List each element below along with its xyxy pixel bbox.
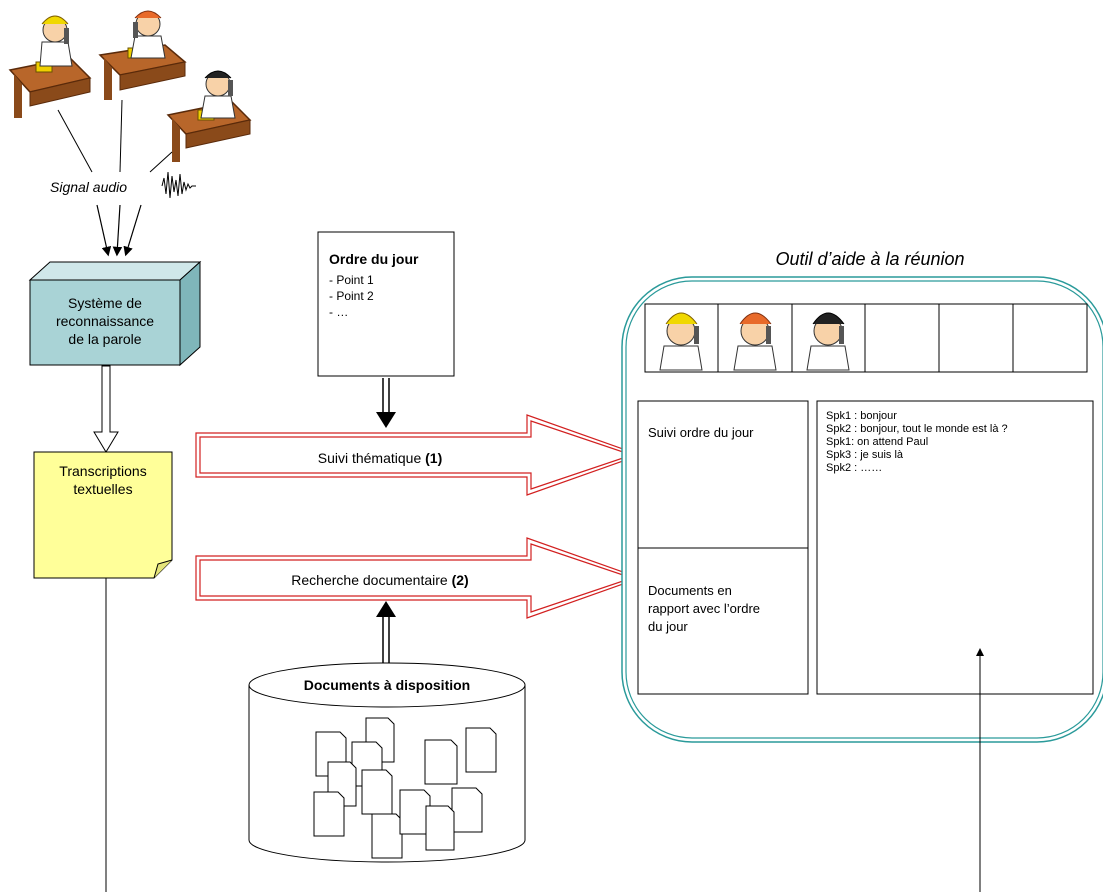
asr-box — [28, 260, 202, 367]
thematic-label-number: (1) — [425, 450, 443, 466]
documentary-label-number: (2) — [451, 572, 469, 588]
transcript-panel: Spk1 : bonjour Spk2 : bonjour, tout le m… — [826, 410, 1088, 475]
tool-frame-inner — [625, 280, 1103, 739]
thematic-label-text: Suivi thématique — [317, 450, 426, 466]
agenda-item: - Point 2 — [329, 289, 374, 303]
participant-2-icon — [98, 10, 187, 100]
asr-label-line-1: Système de — [68, 295, 142, 311]
agenda-document — [317, 231, 455, 377]
transcription-label: Transcriptions textuelles — [34, 462, 172, 498]
asr-label: Système de reconnaissance de la parole — [30, 294, 180, 348]
database-label: Documents à disposition — [303, 677, 471, 693]
participant-strip — [644, 303, 1088, 373]
transcript-line: Spk3 : je suis là — [826, 449, 904, 461]
documentary-arrow — [195, 537, 642, 619]
asr-label-line-2: reconnaissance — [55, 313, 155, 329]
docs-panel-line: rapport avec l’ordre — [648, 601, 760, 616]
transcription-label-line-1: Transcriptions — [59, 463, 147, 479]
transcription-label-line-2: textuelles — [73, 481, 133, 497]
agenda-item: - … — [329, 305, 349, 319]
agenda-items: - Point 1 - Point 2 - … — [329, 272, 449, 320]
participant-1-icon — [8, 15, 92, 118]
document-pile-icon — [313, 717, 497, 859]
db-to-arrow — [376, 601, 396, 668]
strip-avatar-2-icon — [733, 312, 777, 371]
audio-to-asr-arrows — [96, 204, 142, 257]
waveform-icon — [161, 171, 196, 199]
thematic-arrow — [195, 414, 642, 496]
transcript-line: Spk1: on attend Paul — [826, 436, 929, 448]
thematic-arrow-label: Suivi thématique (1) — [230, 449, 530, 467]
agenda-panel-label: Suivi ordre du jour — [648, 425, 754, 440]
tool-title: Outil d’aide à la réunion — [775, 249, 965, 269]
transcription-note — [33, 451, 173, 579]
tool-panels — [637, 400, 1094, 695]
agenda-to-arrow — [376, 378, 396, 428]
strip-avatar-3-icon — [806, 312, 850, 371]
asr-to-transcription-arrow — [93, 365, 119, 453]
transcript-line: Spk2 : bonjour, tout le monde est là ? — [826, 423, 1008, 435]
docs-panel-label: Documents en rapport avec l’ordre du jou… — [648, 582, 804, 636]
strip-avatar-1-icon — [659, 312, 703, 371]
documentary-label-text: Recherche documentaire — [291, 572, 452, 588]
documentary-arrow-label: Recherche documentaire (2) — [230, 571, 530, 589]
audio-lines — [57, 99, 173, 173]
participant-3-icon — [166, 70, 252, 162]
agenda-item: - Point 1 — [329, 273, 374, 287]
agenda-title: Ordre du jour — [329, 251, 419, 267]
transcript-line: Spk2 : …… — [826, 462, 883, 474]
asr-label-line-3: de la parole — [68, 331, 142, 347]
docs-panel-line: Documents en — [648, 583, 732, 598]
docs-panel-line: du jour — [648, 619, 688, 634]
audio-label: Signal audio — [50, 179, 128, 195]
transcript-line: Spk1 : bonjour — [826, 410, 897, 422]
